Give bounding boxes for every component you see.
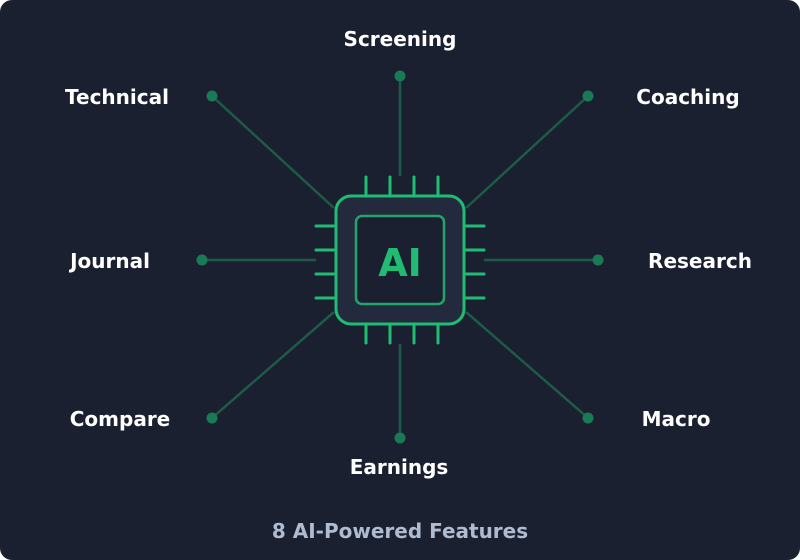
connector-dot-coaching [582, 90, 594, 102]
feature-label-journal: Journal [70, 249, 150, 273]
chip-label: AI [378, 241, 422, 285]
feature-label-technical: Technical [65, 85, 169, 109]
connector-line-macro [465, 311, 589, 419]
connector-dot-journal [196, 254, 208, 266]
connector-dot-research [592, 254, 604, 266]
connector-line-coaching [465, 95, 589, 209]
feature-label-coaching: Coaching [636, 85, 740, 109]
connector-dot-earnings [394, 432, 406, 444]
feature-label-earnings: Earnings [349, 455, 449, 479]
feature-label-compare: Compare [69, 407, 171, 431]
connector-dot-macro [582, 412, 594, 424]
chip-core [354, 214, 446, 306]
diagram-caption: 8 AI-Powered Features [271, 519, 529, 543]
connector-dot-technical [206, 90, 218, 102]
feature-label-screening: Screening [343, 27, 457, 51]
feature-label-research: Research [648, 249, 752, 273]
connector-line-technical [211, 95, 335, 209]
connector-line-compare [211, 311, 335, 419]
connector-dot-screening [394, 70, 406, 82]
ai-chip-icon: AI [314, 175, 486, 345]
connector-dot-compare [206, 412, 218, 424]
feature-label-macro: Macro [641, 407, 711, 431]
